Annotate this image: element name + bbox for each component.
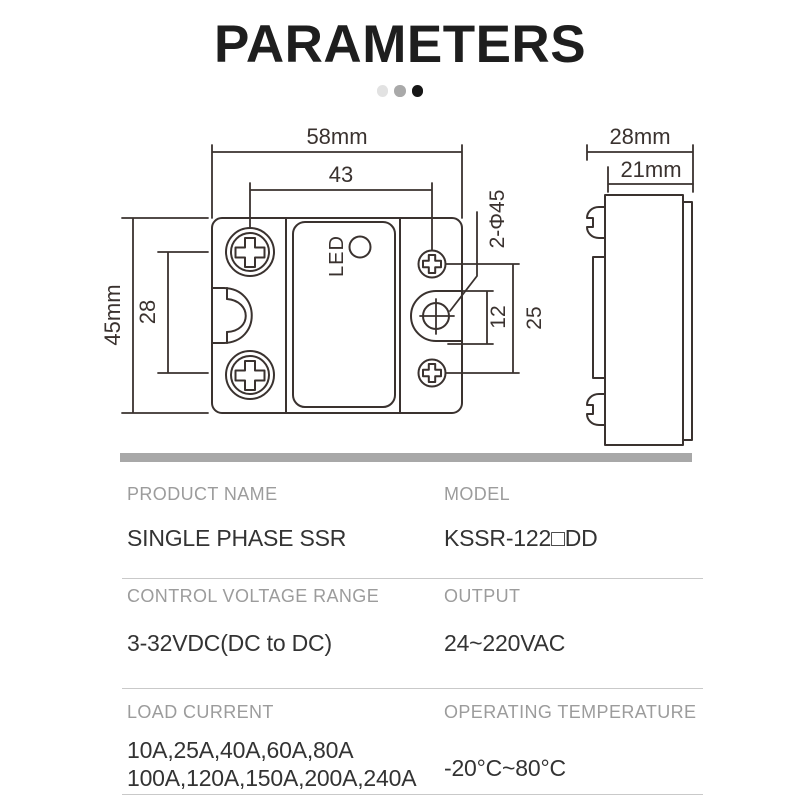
carousel-dot-3-active[interactable] [411,85,424,97]
screw-terminal-top-right [417,249,447,279]
dim-slot-height: 12 [487,305,510,328]
table-rule-2 [122,688,703,689]
side-view [586,144,694,446]
side-view-dimensions [586,144,694,193]
spec-value-control-voltage: 3-32VDC(DC to DC) [127,630,332,656]
mounting-hole [410,290,463,342]
dim-mount-hole-note: 2-Φ45 [486,190,509,249]
screw-terminal-bottom-right [417,358,447,388]
front-view-dimensions [121,144,520,414]
dim-hole-spacing: 25 [523,306,546,329]
dim-overall-width: 58mm [306,124,367,149]
table-top-bar [120,453,692,462]
spec-value-model: KSSR-122□DD [444,525,598,551]
spec-label-output: OUTPUT [444,586,521,606]
side-step-edge [592,256,606,379]
load-current-line-1: 10A,25A,40A,60A,80A [127,737,354,763]
led-indicator-circle [348,235,372,259]
side-screw-head-top [586,206,606,239]
page-title: PARAMETERS [213,15,587,74]
spec-label-operating-temperature: OPERATING TEMPERATURE [444,702,697,722]
screw-terminal-bottom-left [225,350,275,400]
side-screw-head-bottom [586,393,606,426]
carousel-pagination [0,85,800,97]
spec-value-product-name: SINGLE PHASE SSR [127,525,347,551]
led-label: LED [326,235,348,277]
table-rule-1 [122,578,703,579]
front-view [121,144,520,414]
spec-value-output: 24~220VAC [444,630,566,656]
wire-groove-notch [211,287,253,344]
dim-overall-height: 45mm [100,284,125,345]
spec-label-model: MODEL [444,484,511,504]
side-body-outline [604,194,684,446]
spec-label-product-name: PRODUCT NAME [127,484,278,504]
dim-screw-span-vertical: 28 [135,300,160,324]
spec-value-operating-temperature: -20°C~80°C [444,755,566,781]
spec-label-control-voltage: CONTROL VOLTAGE RANGE [127,586,380,606]
carousel-dot-1[interactable] [376,85,389,97]
screw-terminal-top-left [225,227,275,277]
carousel-dot-2[interactable] [394,85,406,97]
dim-overall-depth: 28mm [609,124,670,149]
spec-value-load-current: 10A,25A,40A,60A,80A 100A,120A,150A,200A,… [127,736,417,792]
hole-note-leader-line [449,211,478,312]
dim-screw-span-horizontal: 43 [329,162,353,187]
load-current-line-2: 100A,120A,150A,200A,240A [127,765,417,791]
side-base-plate [682,201,693,441]
spec-label-load-current: LOAD CURRENT [127,702,274,722]
ssr-dimension-drawing: 58mm 43 45mm 28 2-Φ45 12 25 LED 28mm 21m… [100,124,694,446]
table-rule-3 [122,794,703,795]
dim-body-depth: 21mm [620,157,681,182]
relay-body-outline [211,217,463,414]
label-panel-outline [292,221,396,408]
